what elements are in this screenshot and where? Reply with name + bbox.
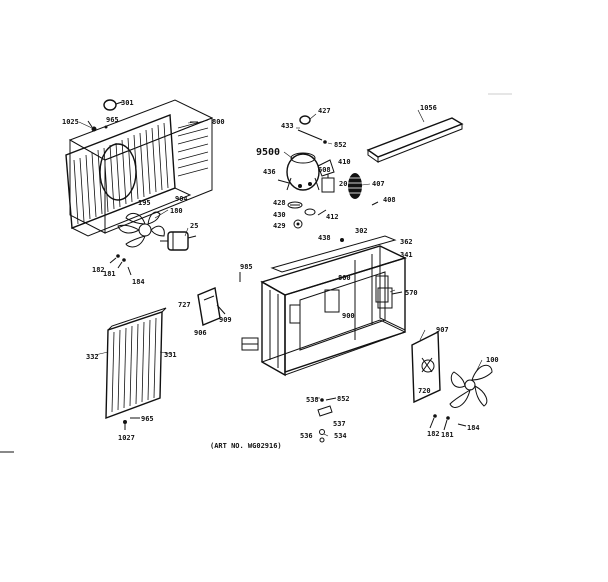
fastener-group: [429, 414, 467, 431]
capacitor-part: [348, 173, 362, 199]
part-label-408: 408: [383, 196, 396, 204]
part-label-25: 25: [190, 222, 198, 230]
part-label-195: 195: [138, 199, 151, 207]
part-label-1025: 1025: [62, 118, 79, 126]
part-label-800: 800: [212, 118, 225, 126]
grommet-group: [287, 201, 327, 229]
part-label-965: 965: [106, 116, 119, 124]
condenser-fan-part: [449, 364, 493, 408]
mounting-hardware-top: [297, 115, 327, 144]
part-label-538: 538: [306, 396, 319, 404]
control-knob-part: [103, 99, 123, 111]
chassis-base-pan: [241, 235, 407, 377]
part-label-852b: 852: [337, 395, 350, 403]
insulation-strip-part: [366, 117, 464, 163]
part-label-433: 433: [281, 122, 294, 130]
part-label-909: 909: [219, 316, 232, 324]
small-hardware-group: [317, 397, 337, 443]
part-label-181: 181: [103, 270, 116, 278]
part-label-100: 100: [486, 356, 499, 364]
part-label-800b: 800: [338, 274, 351, 282]
part-label-180: 180: [170, 207, 183, 215]
part-label-1056: 1056: [420, 104, 437, 112]
cabinet-wrapper: [65, 99, 214, 237]
part-label-534: 534: [334, 432, 347, 440]
part-label-904: 904: [175, 195, 188, 203]
fan-shroud-part: [411, 330, 441, 404]
part-label-438: 438: [318, 234, 331, 242]
part-label-302: 302: [355, 227, 368, 235]
motor-part: [160, 231, 197, 251]
part-labels: 301 1025 965 800 195 904 180 25 182 181 …: [62, 99, 499, 450]
part-label-9500: 9500: [256, 147, 280, 158]
part-label-852: 852: [334, 141, 347, 149]
part-label-906: 906: [194, 329, 207, 337]
fastener-group: [123, 417, 140, 430]
overload-part: [321, 174, 335, 193]
part-label-537: 537: [333, 420, 346, 428]
part-label-341: 341: [400, 251, 413, 259]
part-label-181b: 181: [441, 431, 454, 439]
part-label-184b: 184: [467, 424, 480, 432]
part-label-727: 727: [178, 301, 191, 309]
part-label-430: 430: [273, 211, 286, 219]
blower-fan-part: [117, 211, 165, 248]
part-label-331: 331: [164, 351, 177, 359]
part-label-412: 412: [326, 213, 339, 221]
part-label-428: 428: [273, 199, 286, 207]
part-label-907: 907: [436, 326, 449, 334]
part-label-608: 608: [318, 166, 331, 174]
part-label-182b: 182: [427, 430, 440, 438]
screw-part: [104, 125, 108, 129]
part-label-570: 570: [405, 289, 418, 297]
part-label-182: 182: [92, 266, 105, 274]
compressor-assembly: [277, 152, 335, 191]
part-label-536: 536: [300, 432, 313, 440]
part-label-332: 332: [86, 353, 99, 361]
screw-part: [340, 238, 344, 242]
bracket-part-570: [377, 287, 403, 309]
part-label-429: 429: [273, 222, 286, 230]
evaporator-coil: [105, 307, 167, 420]
part-label-407: 407: [372, 180, 385, 188]
part-label-20: 20: [339, 180, 347, 188]
leader-lines: [78, 101, 483, 437]
part-label-720: 720: [418, 387, 431, 395]
bracket-part-906: [197, 287, 226, 326]
part-label-436: 436: [263, 168, 276, 176]
screw-part: [91, 126, 97, 132]
fastener-group: [109, 254, 132, 276]
part-label-965b: 965: [141, 415, 154, 423]
part-label-1027: 1027: [118, 434, 135, 442]
part-label-985: 985: [240, 263, 253, 271]
part-label-184: 184: [132, 278, 145, 286]
part-label-427: 427: [318, 107, 331, 115]
part-label-410: 410: [338, 158, 351, 166]
part-label-900: 900: [342, 312, 355, 320]
art-number-caption: (ART NO. WG02916): [210, 442, 282, 450]
part-label-301: 301: [121, 99, 134, 107]
part-label-362: 362: [400, 238, 413, 246]
